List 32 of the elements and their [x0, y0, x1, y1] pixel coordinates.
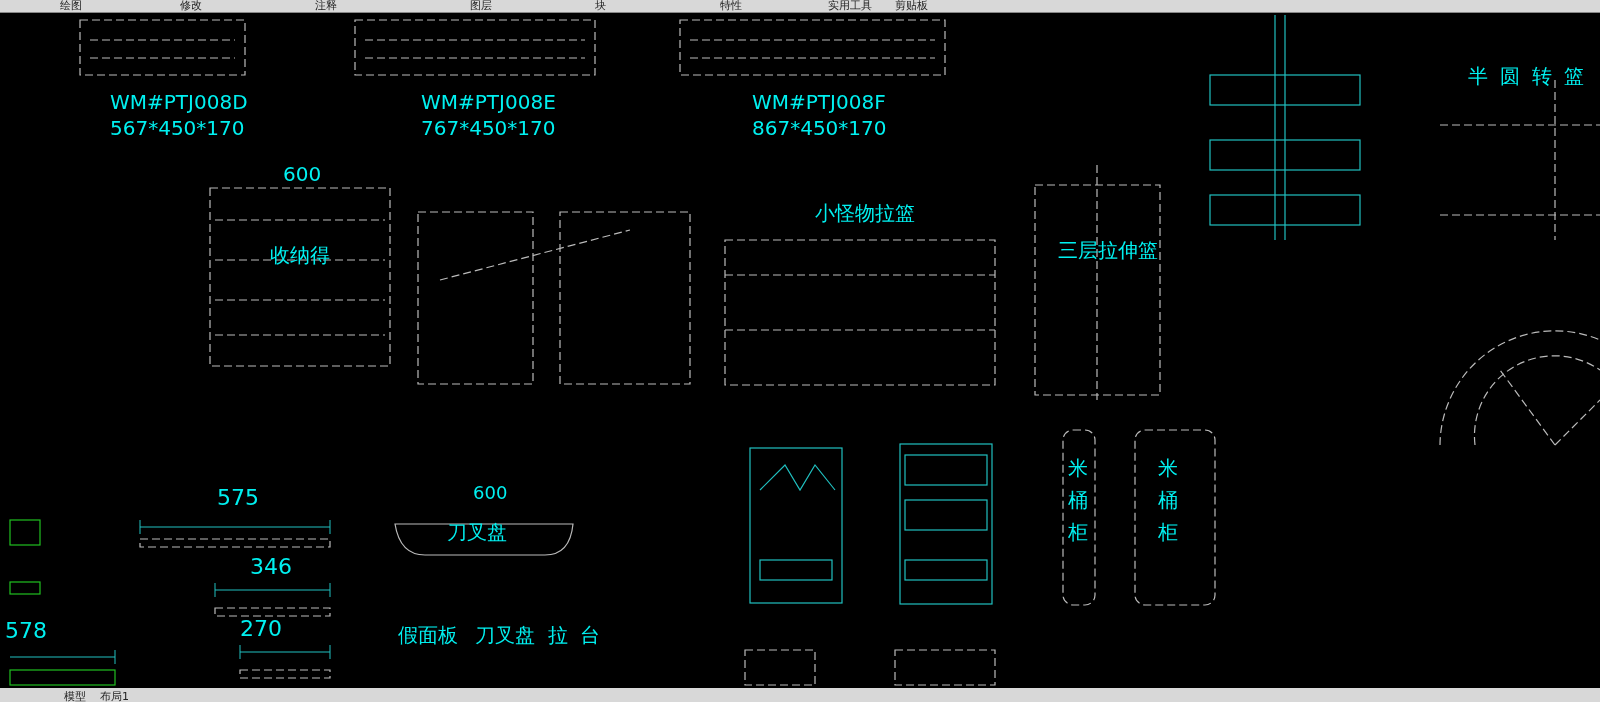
toolbar-label: 特性: [720, 0, 742, 11]
part-label: 刀叉盘: [447, 522, 507, 542]
part-label: 收纳得: [270, 245, 330, 265]
tab-label: 布局1: [100, 691, 129, 702]
part-label: 三层拉伸篮: [1058, 240, 1158, 260]
part-label: 米桶柜: [1068, 455, 1089, 546]
toolbar-label: 剪贴板: [895, 0, 928, 11]
dimension-text: 578: [5, 620, 47, 642]
toolbar-label: 注释: [315, 0, 337, 11]
part-label: 刀叉盘: [475, 625, 535, 645]
model-number: WM#PTJ008F: [752, 92, 886, 112]
tab-label: 模型: [64, 691, 86, 702]
part-label: 小怪物拉篮: [815, 203, 915, 223]
toolbar-label: 块: [595, 0, 606, 11]
part-label: 假面板: [398, 625, 458, 645]
dimension-text: 567*450*170: [110, 118, 245, 138]
model-number: WM#PTJ008D: [110, 92, 248, 112]
dimension-text: 270: [240, 618, 282, 640]
dimension-text: 867*450*170: [752, 118, 887, 138]
toolbar-label: 图层: [470, 0, 492, 11]
dimension-text: 600: [473, 484, 508, 502]
dimension-text: 600: [283, 164, 322, 184]
dimension-text: 767*450*170: [421, 118, 556, 138]
toolbar-label: 修改: [180, 0, 202, 11]
toolbar-label: 绘图: [60, 0, 82, 11]
dimension-text: 575: [217, 487, 259, 509]
dimension-text: 346: [250, 556, 292, 578]
part-label: 米桶柜: [1158, 455, 1179, 546]
toolbar-label: 实用工具: [828, 0, 872, 11]
part-label: 拉台: [548, 625, 612, 645]
model-number: WM#PTJ008E: [421, 92, 556, 112]
part-label: 半圆转篮: [1468, 66, 1596, 86]
